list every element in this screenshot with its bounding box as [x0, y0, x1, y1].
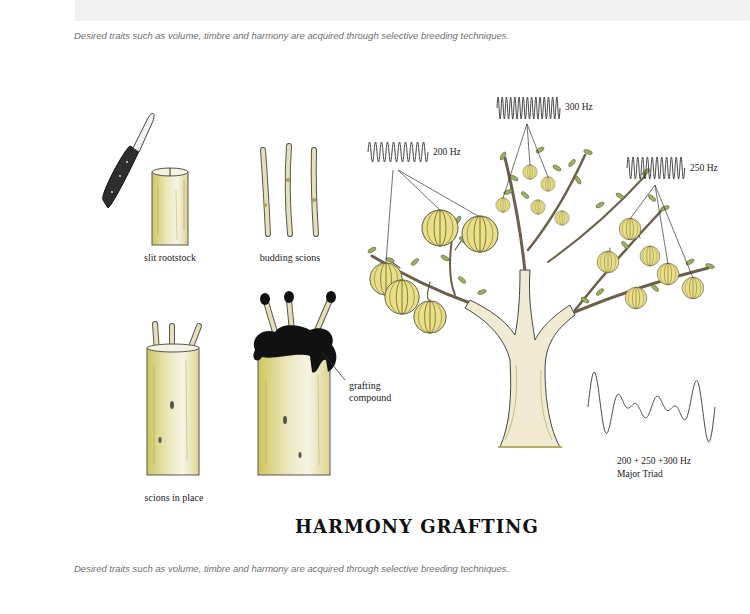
diagram-title: HARMONY GRAFTING	[217, 516, 617, 538]
frequency-label: 300 Hz	[565, 102, 593, 113]
knife	[103, 113, 154, 208]
sine-waves	[368, 97, 715, 442]
slit-rootstock	[152, 168, 188, 245]
frequency-label: 250 Hz	[690, 163, 718, 174]
frequency-label: 200 + 250 +300 Hz	[617, 456, 691, 467]
part-label: grafting compound	[349, 380, 407, 404]
budding-scions	[263, 146, 316, 234]
triad-waveform	[588, 372, 715, 442]
part-label: scions in place	[114, 492, 234, 504]
frequency-label: 200 Hz	[433, 147, 461, 158]
caption-text: Desired traits such as volume, timbre an…	[74, 29, 524, 43]
leader-lines	[386, 124, 693, 278]
tree	[367, 146, 715, 447]
scions-in-place	[147, 324, 199, 475]
grafted-rootstock	[253, 291, 345, 475]
part-label: budding scions	[230, 252, 350, 264]
caption-text: Desired traits such as volume, timbre an…	[74, 562, 524, 576]
top-strip	[75, 0, 750, 21]
chord-label: Major Triad	[617, 469, 663, 480]
leader-line	[322, 352, 345, 380]
part-label: slit rootstock	[110, 252, 230, 264]
